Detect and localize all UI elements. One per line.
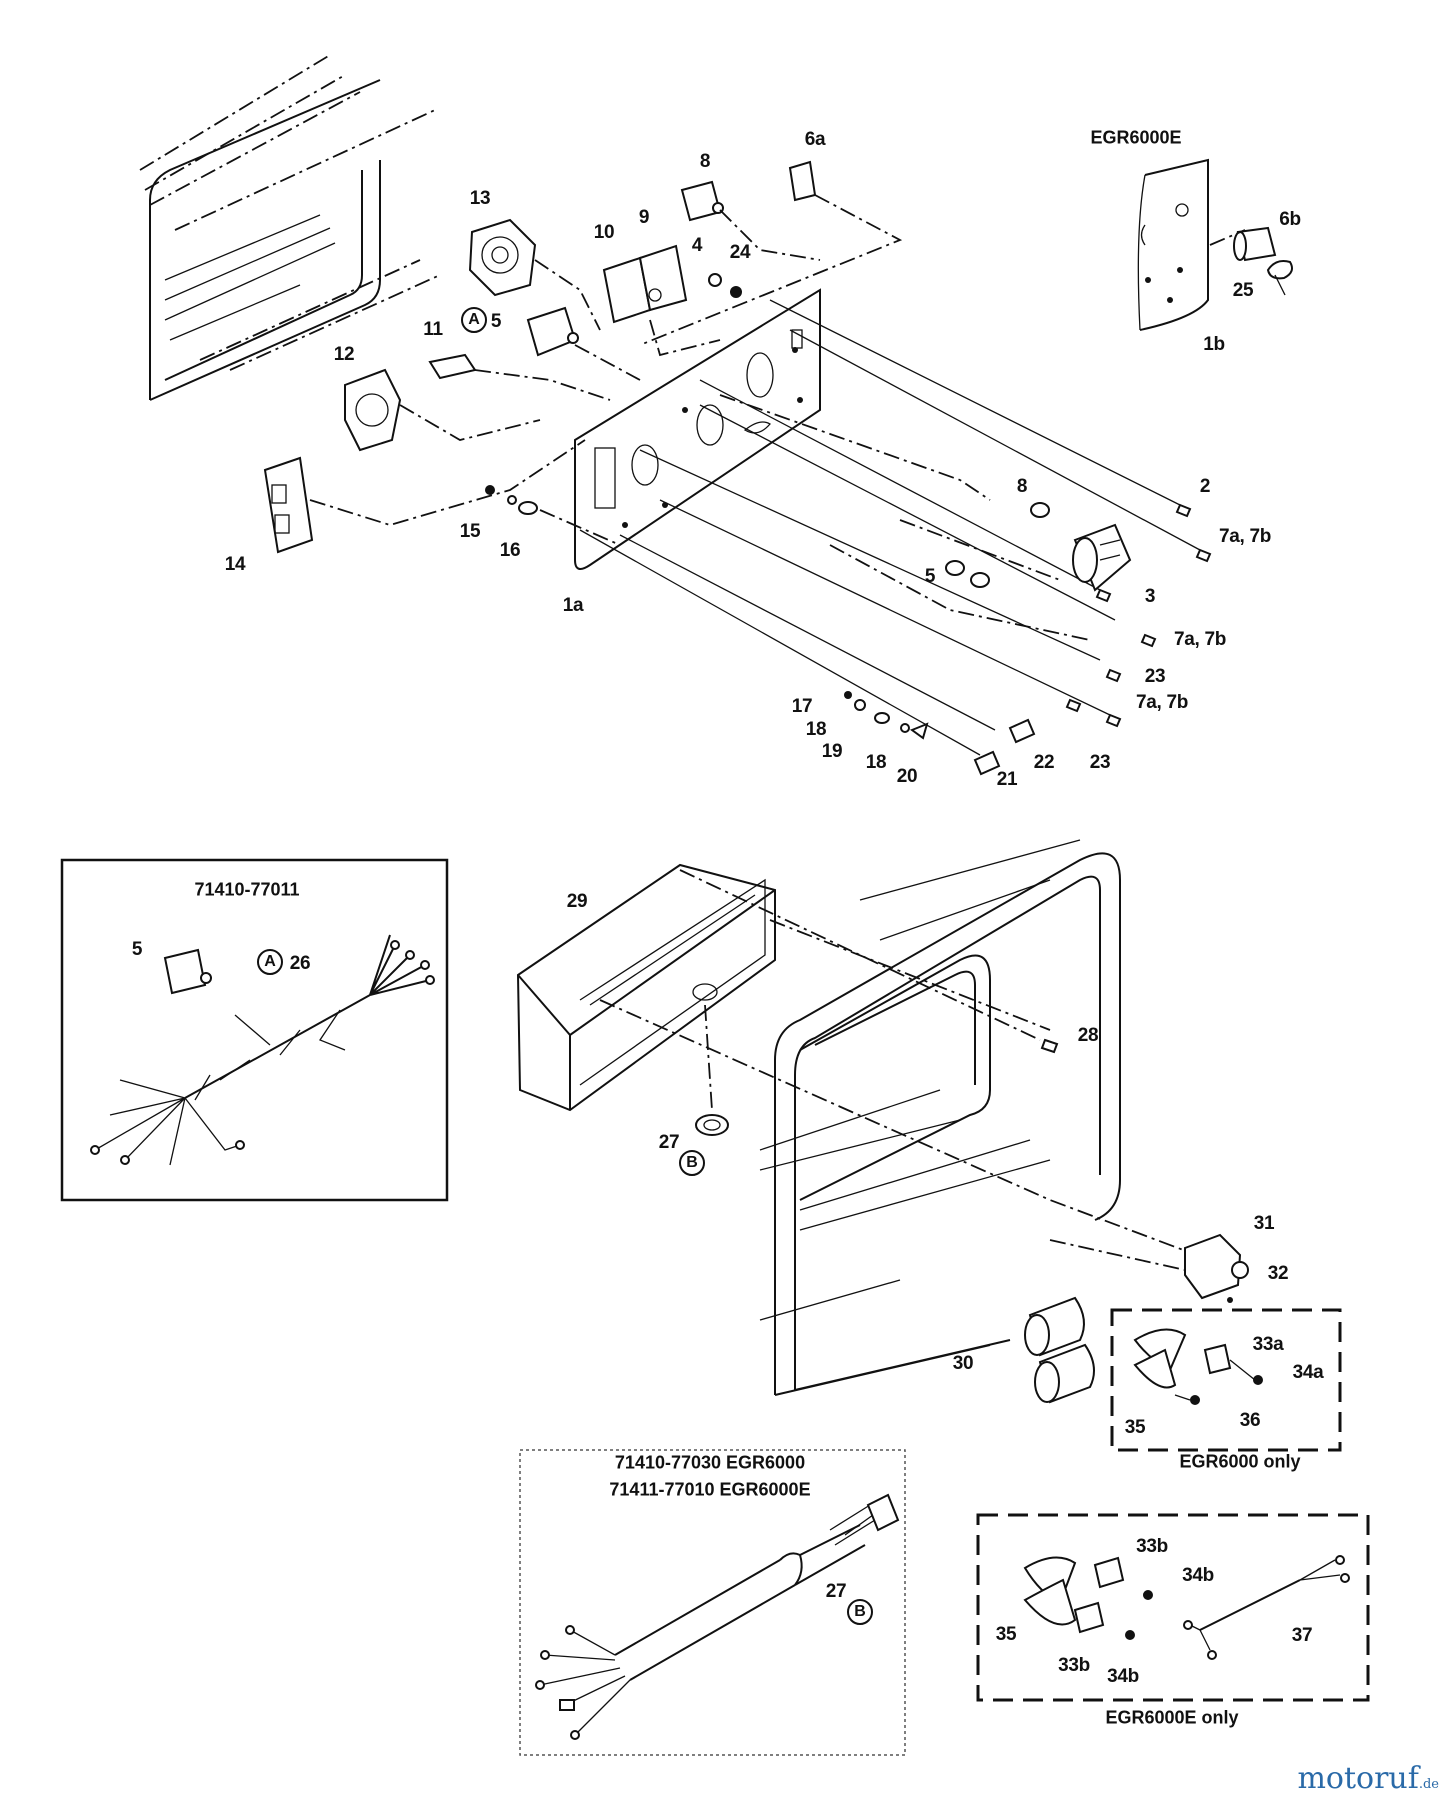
callout-34b: 34b <box>1107 1666 1139 1687</box>
cord-kit-line1: 71410-77030 EGR6000 <box>614 1452 806 1473</box>
callout-13: 13 <box>469 188 491 209</box>
callout-29: 29 <box>566 891 588 912</box>
cord-kit-line2: 71411-77010 EGR6000E <box>609 1479 811 1500</box>
callout-4: 4 <box>691 235 703 256</box>
ref-marker-b: B <box>679 1150 705 1176</box>
callout-5: 5 <box>131 939 143 960</box>
callout-33b: 33b <box>1136 1536 1168 1557</box>
control-panel-1a <box>574 288 821 570</box>
callout-9: 9 <box>638 207 650 228</box>
harness-kit-number: 71410-77011 <box>194 879 300 900</box>
callout-35: 35 <box>995 1624 1017 1645</box>
callout-5: 5 <box>924 566 936 587</box>
wiring-harness-26 <box>90 934 435 1166</box>
callout-7a-7b: 7a, 7b <box>1173 629 1227 650</box>
ref-marker-a: A <box>461 307 487 333</box>
panel-1b <box>1137 158 1293 331</box>
power-cord-27 <box>535 1493 900 1740</box>
callout-26: 26 <box>289 953 311 974</box>
receptacle-parts-30-32 <box>1024 1233 1249 1404</box>
callout-35: 35 <box>1124 1417 1146 1438</box>
callout-23: 23 <box>1089 752 1111 773</box>
callout-27: 27 <box>825 1581 847 1602</box>
callout-1a: 1a <box>562 595 584 616</box>
callout-27: 27 <box>658 1132 680 1153</box>
callout-32: 32 <box>1267 1263 1289 1284</box>
callout-33b: 33b <box>1058 1655 1090 1676</box>
component-leader-lines <box>309 194 903 546</box>
callout-14: 14 <box>224 554 246 575</box>
callout-37: 37 <box>1291 1625 1313 1646</box>
callout-24: 24 <box>729 242 751 263</box>
callout-30: 30 <box>952 1353 974 1374</box>
callout-12: 12 <box>333 344 355 365</box>
model-label-egr6000-only: EGR6000 only <box>1179 1451 1301 1472</box>
callout-15: 15 <box>459 521 481 542</box>
callout-19: 19 <box>821 741 843 762</box>
callout-16: 16 <box>499 540 521 561</box>
callout-33a: 33a <box>1252 1334 1284 1355</box>
callout-6b: 6b <box>1279 209 1301 230</box>
panel-components <box>263 160 817 554</box>
ref-marker-b: B <box>847 1599 873 1625</box>
clamp-parts-33b-37 <box>1023 1555 1350 1660</box>
egr6000e-only-box <box>976 1513 1370 1702</box>
callout-1b: 1b <box>1203 334 1225 355</box>
watermark-brand: motoruf <box>1297 1761 1419 1796</box>
callout-5: 5 <box>490 311 502 332</box>
callout-11: 11 <box>423 319 443 340</box>
panel-fasteners <box>844 502 1212 776</box>
callout-7a-7b: 7a, 7b <box>1135 692 1189 713</box>
watermark: motoruf.de <box>1297 1761 1439 1796</box>
callout-20: 20 <box>896 766 918 787</box>
generator-frame <box>599 839 1211 1396</box>
callout-31: 31 <box>1253 1213 1275 1234</box>
callout-8: 8 <box>699 151 711 172</box>
callout-17: 17 <box>791 696 813 717</box>
callout-34a: 34a <box>1292 1362 1324 1383</box>
callout-6a: 6a <box>804 129 826 150</box>
callout-8: 8 <box>1016 476 1028 497</box>
callout-25: 25 <box>1232 280 1254 301</box>
cord-kit-box <box>519 1449 906 1756</box>
frame-fragment-top <box>139 54 441 401</box>
callout-7a-7b: 7a, 7b <box>1218 526 1272 547</box>
callout-34b: 34b <box>1182 1565 1214 1586</box>
callout-18: 18 <box>865 752 887 773</box>
harness-kit-box <box>60 858 449 1202</box>
callout-23: 23 <box>1144 666 1166 687</box>
model-label-egr6000e-only: EGR6000E only <box>1105 1707 1239 1728</box>
callout-18: 18 <box>805 719 827 740</box>
egr6000-only-box <box>1110 1308 1342 1452</box>
callout-3: 3 <box>1144 586 1156 607</box>
callout-2: 2 <box>1199 476 1211 497</box>
ref-marker-a: A <box>257 949 283 975</box>
callout-28: 28 <box>1077 1025 1099 1046</box>
control-box-29 <box>516 863 776 1136</box>
callout-36: 36 <box>1239 1410 1261 1431</box>
clamp-parts-33a-36 <box>1133 1328 1263 1405</box>
callout-10: 10 <box>593 222 615 243</box>
watermark-tld: .de <box>1418 1777 1439 1792</box>
model-label-egr6000e: EGR6000E <box>1090 127 1182 148</box>
panel-leader-lines <box>579 299 1201 756</box>
callout-21: 21 <box>996 769 1018 790</box>
callout-22: 22 <box>1033 752 1055 773</box>
